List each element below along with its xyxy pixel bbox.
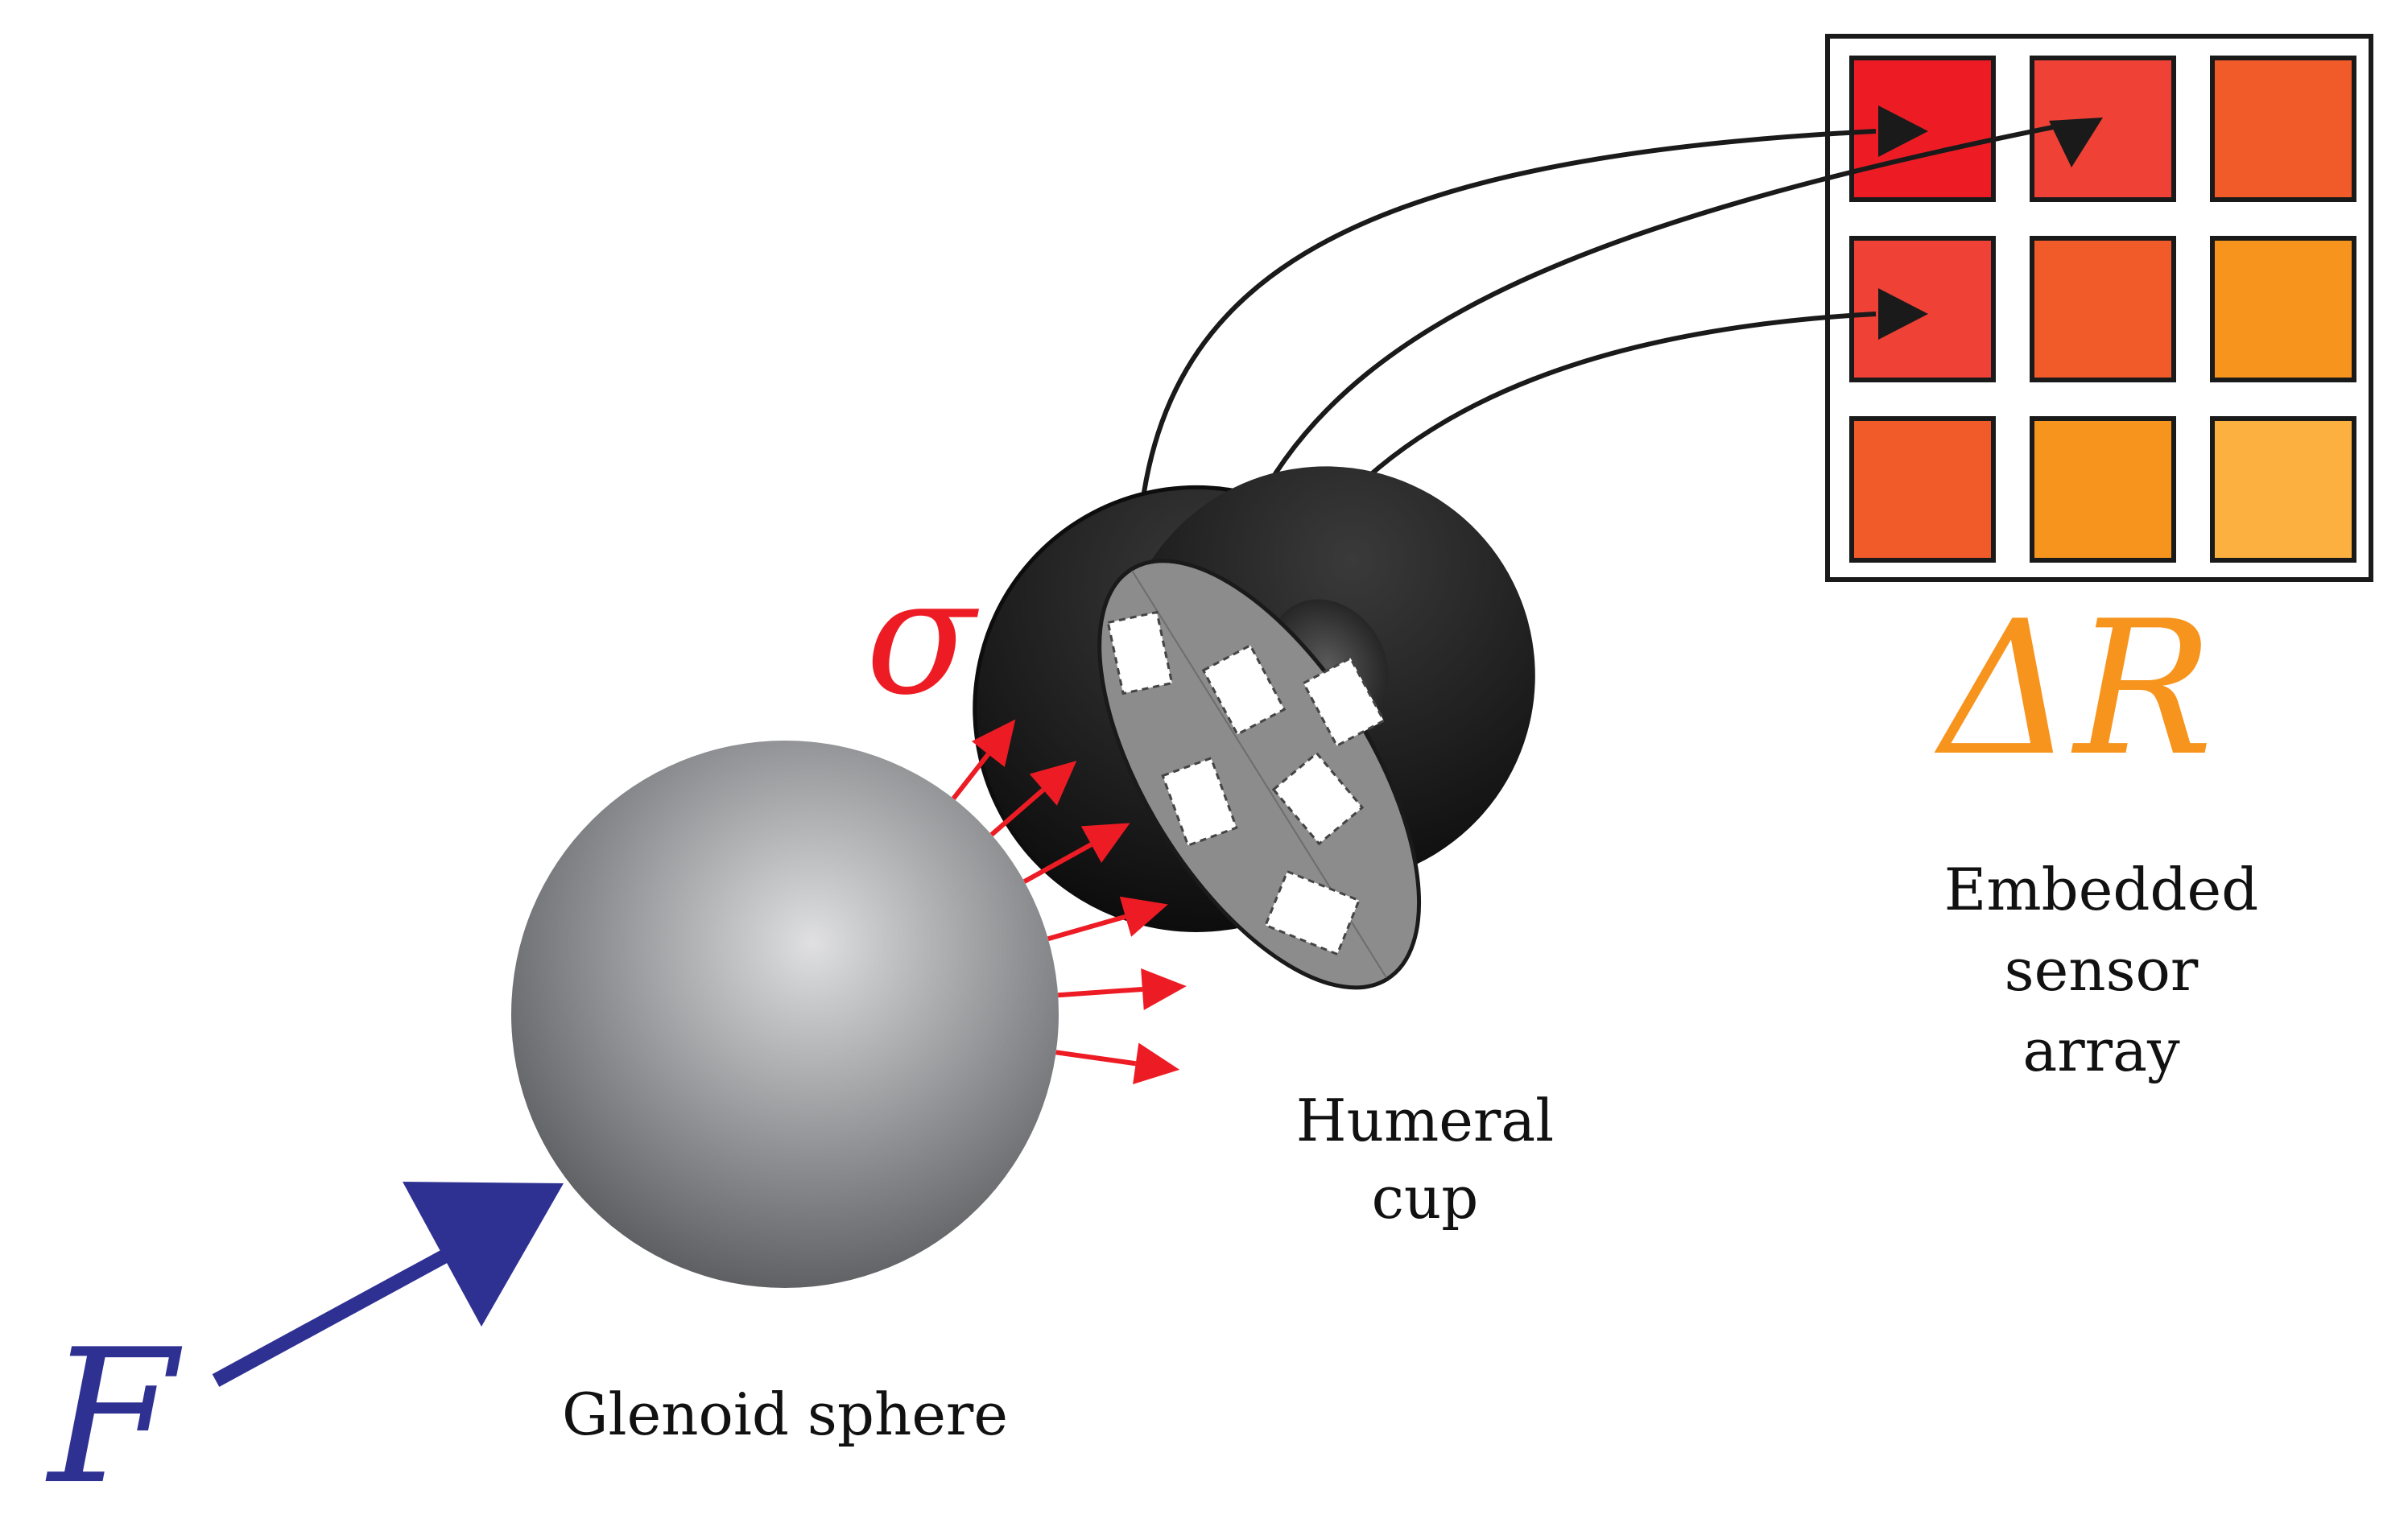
stress-symbol: σ xyxy=(865,543,980,731)
humeral-label-line1: Humeral xyxy=(1296,1087,1554,1154)
sensor-pad xyxy=(1161,756,1238,848)
wire-2-arrowhead xyxy=(2049,118,2103,167)
sensor-cell xyxy=(2030,236,2176,382)
sensor-pad xyxy=(1264,869,1361,956)
wire-1-arrowhead xyxy=(1878,105,1928,157)
sensor-cell xyxy=(1849,236,1996,382)
stress-arrow-shaft xyxy=(1055,1050,1137,1067)
sensor-pad xyxy=(1271,751,1365,846)
stress-arrow-head xyxy=(1119,896,1168,937)
array-label-line1: Embedded xyxy=(1944,856,2258,923)
force-arrow-shaft xyxy=(212,1233,479,1387)
sensor-cell xyxy=(2210,56,2356,202)
sensor-pads xyxy=(1106,610,1386,956)
sensor-array xyxy=(1825,34,2373,582)
array-label-line2: sensor xyxy=(2005,936,2199,1004)
resistance-symbol: ΔR xyxy=(1934,582,2213,797)
humeral-label-line2: cup xyxy=(1372,1164,1479,1232)
stress-arrow-head xyxy=(1029,761,1077,806)
sensor-pad xyxy=(1106,610,1174,695)
stress-arrow-head xyxy=(1133,1042,1180,1084)
sensor-cell xyxy=(2210,236,2356,382)
force-symbol: F xyxy=(45,1310,183,1523)
sensor-cell xyxy=(2210,416,2356,563)
wire-arrowheads xyxy=(1878,105,2103,340)
sensor-pad xyxy=(1201,643,1287,737)
stress-arrow-shaft xyxy=(1057,986,1143,998)
stress-arrow-head xyxy=(971,719,1016,767)
sensor-pad xyxy=(1302,656,1386,748)
stress-arrow-head xyxy=(1080,823,1130,863)
force-arrow-head xyxy=(403,1182,564,1327)
stress-arrow-shaft xyxy=(989,787,1045,837)
stress-arrow-shaft xyxy=(1022,842,1092,884)
array-label-line3: array xyxy=(2022,1017,2180,1084)
stress-arrows xyxy=(951,719,1187,1084)
force-arrow xyxy=(212,1182,564,1387)
wire-1 xyxy=(1134,129,1877,613)
glenoid-sphere xyxy=(511,741,1059,1288)
sensor-cell xyxy=(2030,416,2176,563)
stress-arrow-head xyxy=(1141,968,1187,1010)
sensor-array-cells xyxy=(1849,56,2356,563)
glenoid-label: Glenoid sphere xyxy=(562,1381,1008,1448)
sensor-cell xyxy=(1849,416,1996,563)
stress-arrow-shaft xyxy=(1047,914,1126,942)
wire-3-arrowhead xyxy=(1878,288,1928,340)
stress-arrow-shaft xyxy=(951,753,990,800)
